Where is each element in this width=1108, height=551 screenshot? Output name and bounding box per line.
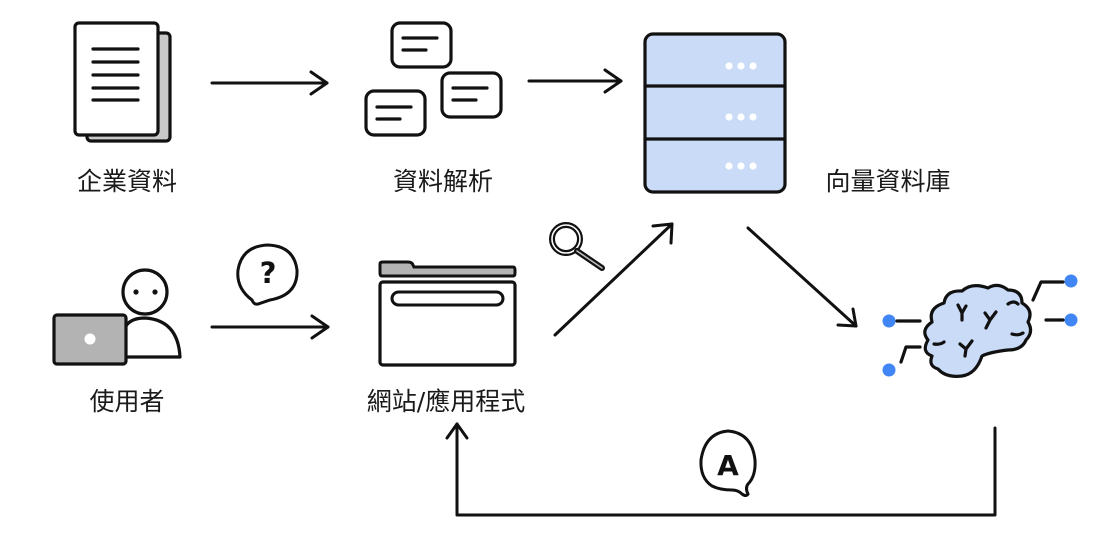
question-bubble-icon: ? <box>236 243 299 306</box>
document-stack-icon <box>73 21 172 143</box>
arrow-web-to-db <box>553 222 674 337</box>
browser-window-icon <box>378 260 517 367</box>
text-chunks-icon <box>364 21 503 137</box>
user-label: 使用者 <box>89 387 164 416</box>
arrow-db-to-llm <box>746 226 858 328</box>
data-parsing-label: 資料解析 <box>393 167 493 196</box>
web-app-label: 網站/應用程式 <box>367 387 525 416</box>
arrow-docs-to-parsing <box>210 70 329 96</box>
arrow-user-to-web <box>210 314 330 340</box>
answer-glyph: A <box>717 449 739 482</box>
vector-db-label: 向量資料庫 <box>825 167 950 196</box>
database-server-icon <box>643 32 787 194</box>
user-laptop-icon <box>52 268 182 366</box>
arrow-llm-to-web <box>445 422 997 517</box>
magnifier-icon <box>549 222 605 271</box>
question-glyph: ? <box>260 256 277 290</box>
enterprise-data-label: 企業資料 <box>77 167 177 196</box>
arrow-parsing-to-db <box>527 68 623 94</box>
answer-bubble-icon: A <box>699 429 757 497</box>
ai-brain-icon <box>882 274 1078 378</box>
